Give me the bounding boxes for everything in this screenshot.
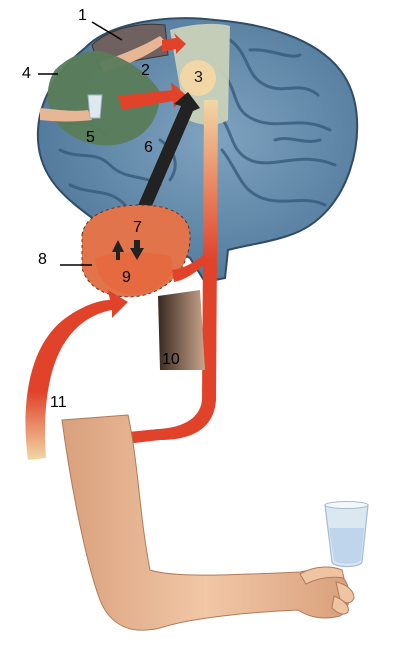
label-10: 10 <box>162 351 180 368</box>
label-11: 11 <box>50 394 67 411</box>
arrow-6 <box>136 92 200 215</box>
label-6: 6 <box>144 139 153 156</box>
leader-line-1 <box>91 21 123 41</box>
label-7: 7 <box>133 219 142 236</box>
brain-folds <box>53 38 337 207</box>
arm <box>61 414 350 631</box>
drinking-glass-icon <box>87 94 103 119</box>
hand-icon <box>299 566 355 615</box>
label-9: 9 <box>122 269 131 286</box>
label-3: 3 <box>194 69 203 86</box>
area-4-visual <box>47 50 160 146</box>
label-5: 5 <box>86 129 95 146</box>
label-4: 4 <box>22 65 31 82</box>
area-9-lower <box>95 252 173 295</box>
arrow-2 <box>162 33 186 54</box>
neck <box>158 290 205 370</box>
arrow-7-down <box>130 240 144 260</box>
area-5-hand <box>40 108 92 122</box>
pathway-10-column <box>94 100 218 455</box>
label-8: 8 <box>38 251 47 268</box>
arrow-visual-to-3 <box>118 82 186 110</box>
arrow-9-to-column <box>172 255 208 282</box>
pathway-11-arrow <box>25 290 129 460</box>
label-2: 2 <box>141 62 150 79</box>
arrow-7-up <box>112 240 124 260</box>
label-1: 1 <box>78 7 87 24</box>
drinking-glass-icon <box>324 501 369 568</box>
area-3-circle <box>180 60 216 96</box>
